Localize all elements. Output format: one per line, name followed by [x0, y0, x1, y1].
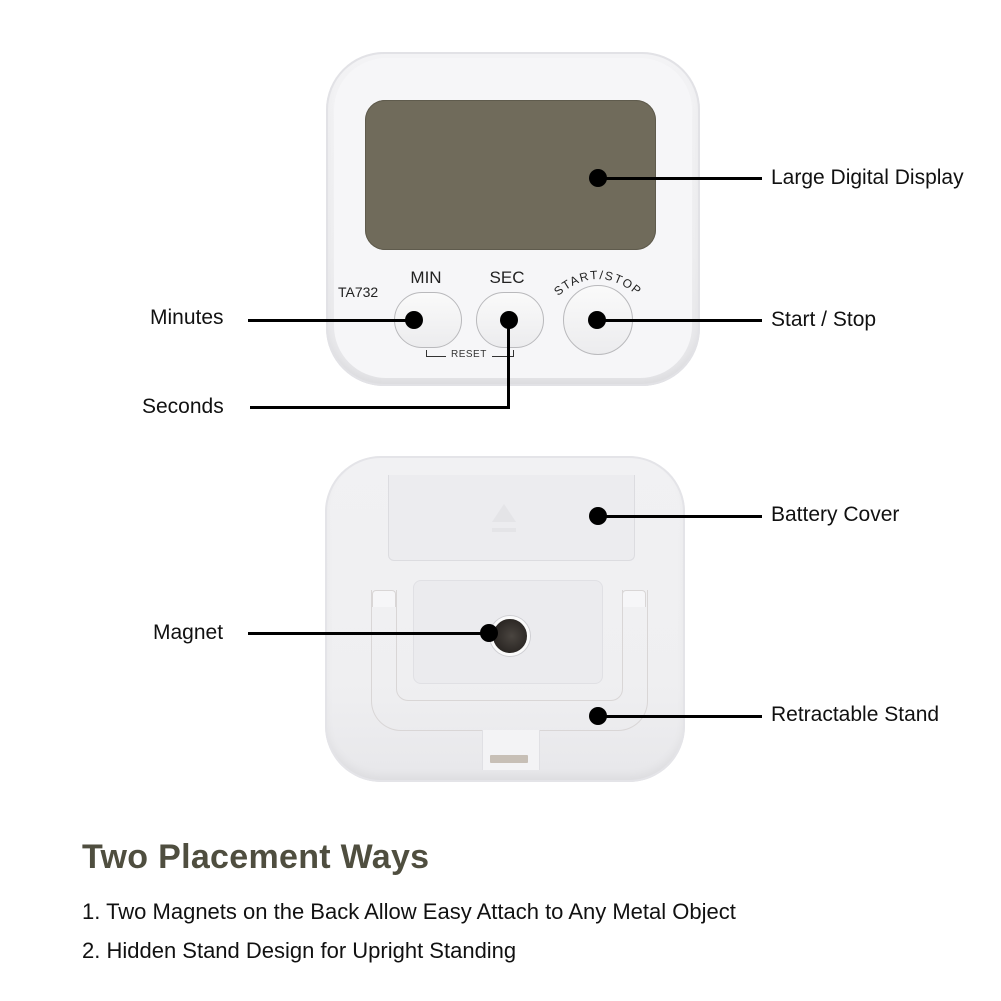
callout-minutes: Minutes: [150, 306, 224, 329]
callout-vline-seconds: [507, 320, 510, 409]
callout-seconds: Seconds: [142, 395, 224, 418]
callout-battery-cover: Battery Cover: [771, 503, 900, 526]
callout-magnet: Magnet: [153, 621, 224, 644]
stand-pull-tab[interactable]: [482, 730, 540, 770]
stand-inner-outline: [396, 590, 623, 701]
feature-item-2: 2. Hidden Stand Design for Upright Stand…: [82, 938, 517, 963]
callout-retractable-stand: Retractable Stand: [771, 703, 940, 726]
stand-slot-left: [372, 590, 396, 607]
reset-label: RESET: [451, 349, 487, 360]
min-button-label: MIN: [410, 268, 442, 287]
callout-line-start-stop: [597, 319, 762, 322]
callout-dot-minutes: [405, 311, 423, 329]
sec-button-label: SEC: [489, 268, 525, 287]
callout-start-stop: Start / Stop: [771, 308, 877, 331]
callout-line-battery: [598, 515, 762, 518]
callout-line-display: [598, 177, 762, 180]
feature-item-1: 1. Two Magnets on the Back Allow Easy At…: [82, 899, 736, 924]
callout-dot-magnet: [480, 624, 498, 642]
section-heading: Two Placement Ways: [82, 838, 430, 876]
callout-line-minutes: [248, 319, 414, 322]
eject-arrow-icon: [492, 504, 516, 532]
stand-pull-tab-grip: [490, 755, 528, 763]
callout-line-stand: [598, 715, 762, 718]
callout-line-seconds: [250, 406, 510, 409]
callout-large-digital-display: Large Digital Display: [771, 166, 964, 189]
lcd-display: [365, 100, 656, 250]
callout-line-magnet: [248, 632, 488, 635]
stand-slot-right: [622, 590, 646, 607]
model-number: TA732: [338, 284, 379, 300]
